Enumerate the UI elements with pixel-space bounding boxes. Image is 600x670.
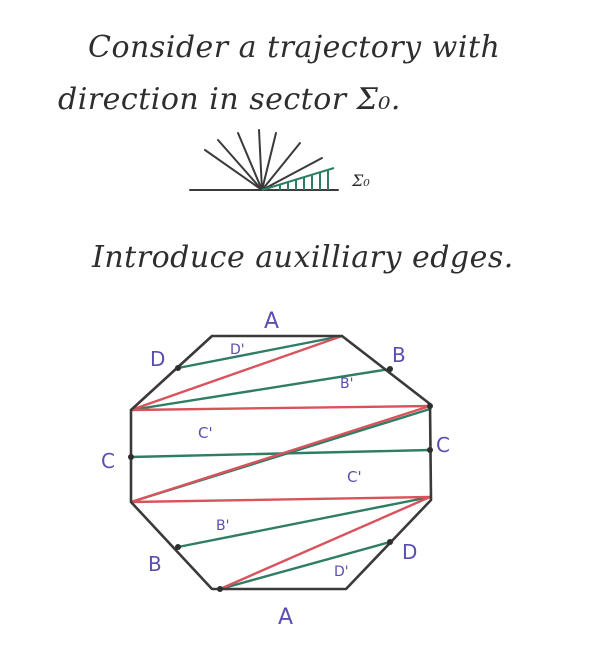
label-d-prime-lower: D'	[334, 564, 349, 580]
label-d-prime: D'	[230, 342, 245, 358]
vertex-dots	[128, 365, 433, 592]
fan-ray	[258, 129, 263, 191]
fan-ray	[204, 149, 263, 191]
fan-ray	[237, 132, 263, 191]
fan-ray	[217, 139, 263, 191]
label-lower-right: D	[402, 540, 417, 564]
fan-ray	[261, 157, 323, 191]
sector-fan	[189, 129, 339, 191]
sector-label: Σ₀	[351, 171, 370, 190]
label-c-prime-upper: C'	[198, 424, 213, 442]
fan-ray	[261, 142, 301, 191]
caption-line-1: Consider a trajectory with	[88, 30, 501, 65]
sector-upper-edge	[261, 167, 335, 191]
label-upper-left: D	[150, 347, 165, 371]
sector-sigma0-hatch	[261, 167, 335, 191]
label-lower-left: B	[148, 552, 162, 576]
label-bottom: A	[278, 605, 293, 630]
fan-ray	[261, 132, 277, 191]
label-b-prime-lower: B'	[216, 518, 229, 534]
label-left: C	[101, 449, 115, 473]
caption-line-3: Introduce auxilliary edges.	[92, 240, 514, 275]
label-right: C	[436, 433, 450, 457]
label-upper-right: B	[392, 343, 406, 367]
label-c-prime-lower: C'	[347, 468, 362, 486]
octagon-outline	[129, 334, 433, 591]
label-b-prime-upper: B'	[340, 376, 353, 392]
caption-line-2: direction in sector Σ₀.	[58, 82, 401, 117]
label-top: A	[264, 309, 279, 334]
